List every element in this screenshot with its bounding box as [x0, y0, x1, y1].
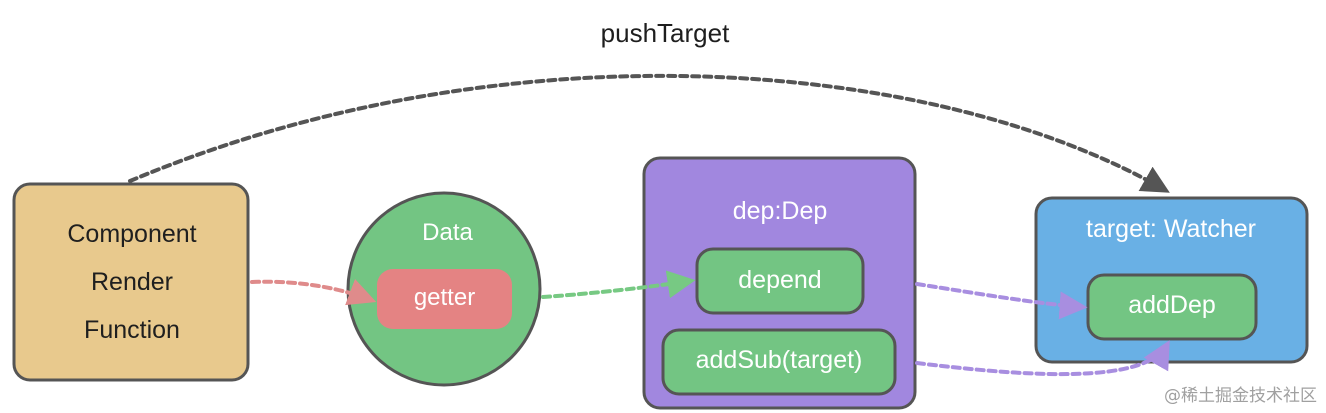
component-line-1: Component	[67, 220, 197, 248]
getter-to-depend-arrow	[541, 270, 696, 299]
addsub-to-adddep-arrow	[915, 340, 1170, 377]
push-target-arrow	[128, 73, 1170, 193]
depend-to-adddep-arrow	[915, 282, 1088, 320]
getter-label: getter	[413, 284, 476, 311]
watermark: @稀土掘金技术社区	[1164, 386, 1317, 406]
getter-box	[377, 269, 512, 329]
addsub-box	[661, 328, 897, 396]
addsub-label: addSub(target)	[695, 346, 863, 374]
component-render-function-label: Component Render Function	[22, 210, 242, 354]
adddep-label: addDep	[1128, 291, 1216, 319]
data-title: Data	[422, 219, 473, 246]
push-target-label: pushTarget	[600, 18, 730, 48]
depend-box	[695, 247, 865, 315]
component-line-3: Function	[84, 316, 180, 344]
component-render-function-box	[12, 182, 250, 382]
component-line-2: Render	[91, 268, 173, 296]
render-to-getter-arrow	[250, 278, 377, 306]
watcher-title: target: Watcher	[1086, 215, 1256, 243]
adddep-box	[1086, 273, 1258, 341]
dep-title: dep:Dep	[732, 197, 828, 225]
depend-label: depend	[738, 266, 822, 294]
